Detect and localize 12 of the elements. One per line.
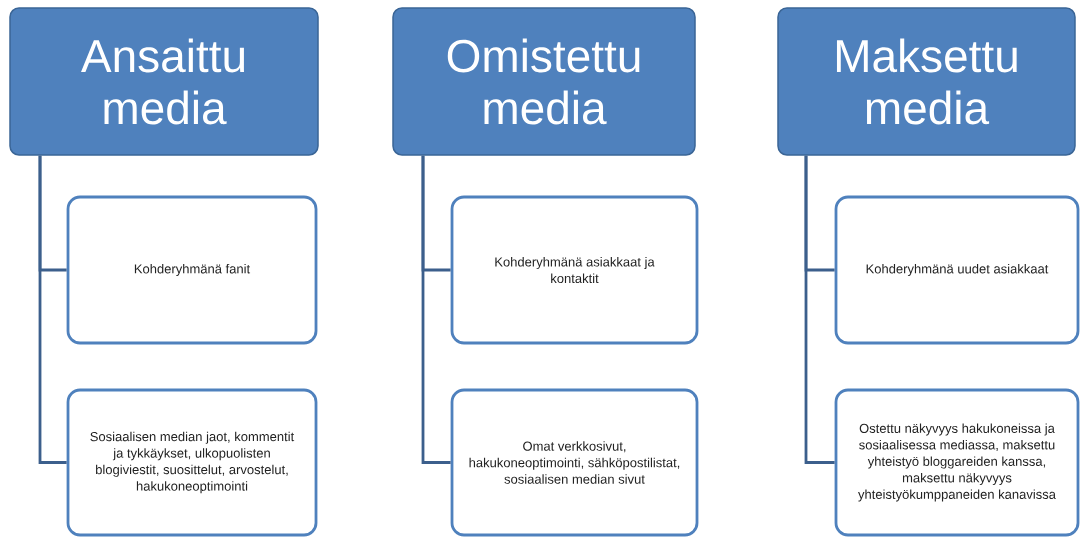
connector-line (804, 155, 835, 464)
header-box: Maksettu media (777, 7, 1076, 156)
header-box: Ansaittu media (9, 7, 319, 156)
connector-line (38, 155, 67, 464)
header-box: Omistettu media (392, 7, 696, 156)
content-box: Ostettu näkyvyys hakukoneissa ja sosiaalisessa mediassa, maksettu yhteistyö bloggareiden kanssa, maksettu näkyvyys yhteistyökumppaneiden kanavissa (834, 388, 1080, 537)
content-box: Sosiaalisen median jaot, kommentit ja tykkäykset, ulkopuolisten blogiviestit, suosittelut, arvostelut, hakukoneoptimointi (66, 388, 318, 537)
content-box: Kohderyhmänä fanit (66, 195, 318, 345)
content-box: Omat verkkosivut, hakukoneoptimointi, sähköpostilistat, sosiaalisen median sivut (450, 388, 699, 537)
content-box: Kohderyhmänä uudet asiakkaat (834, 195, 1080, 345)
connector-line (421, 155, 451, 464)
content-box: Kohderyhmänä asiakkaat ja kontaktit (450, 195, 699, 345)
